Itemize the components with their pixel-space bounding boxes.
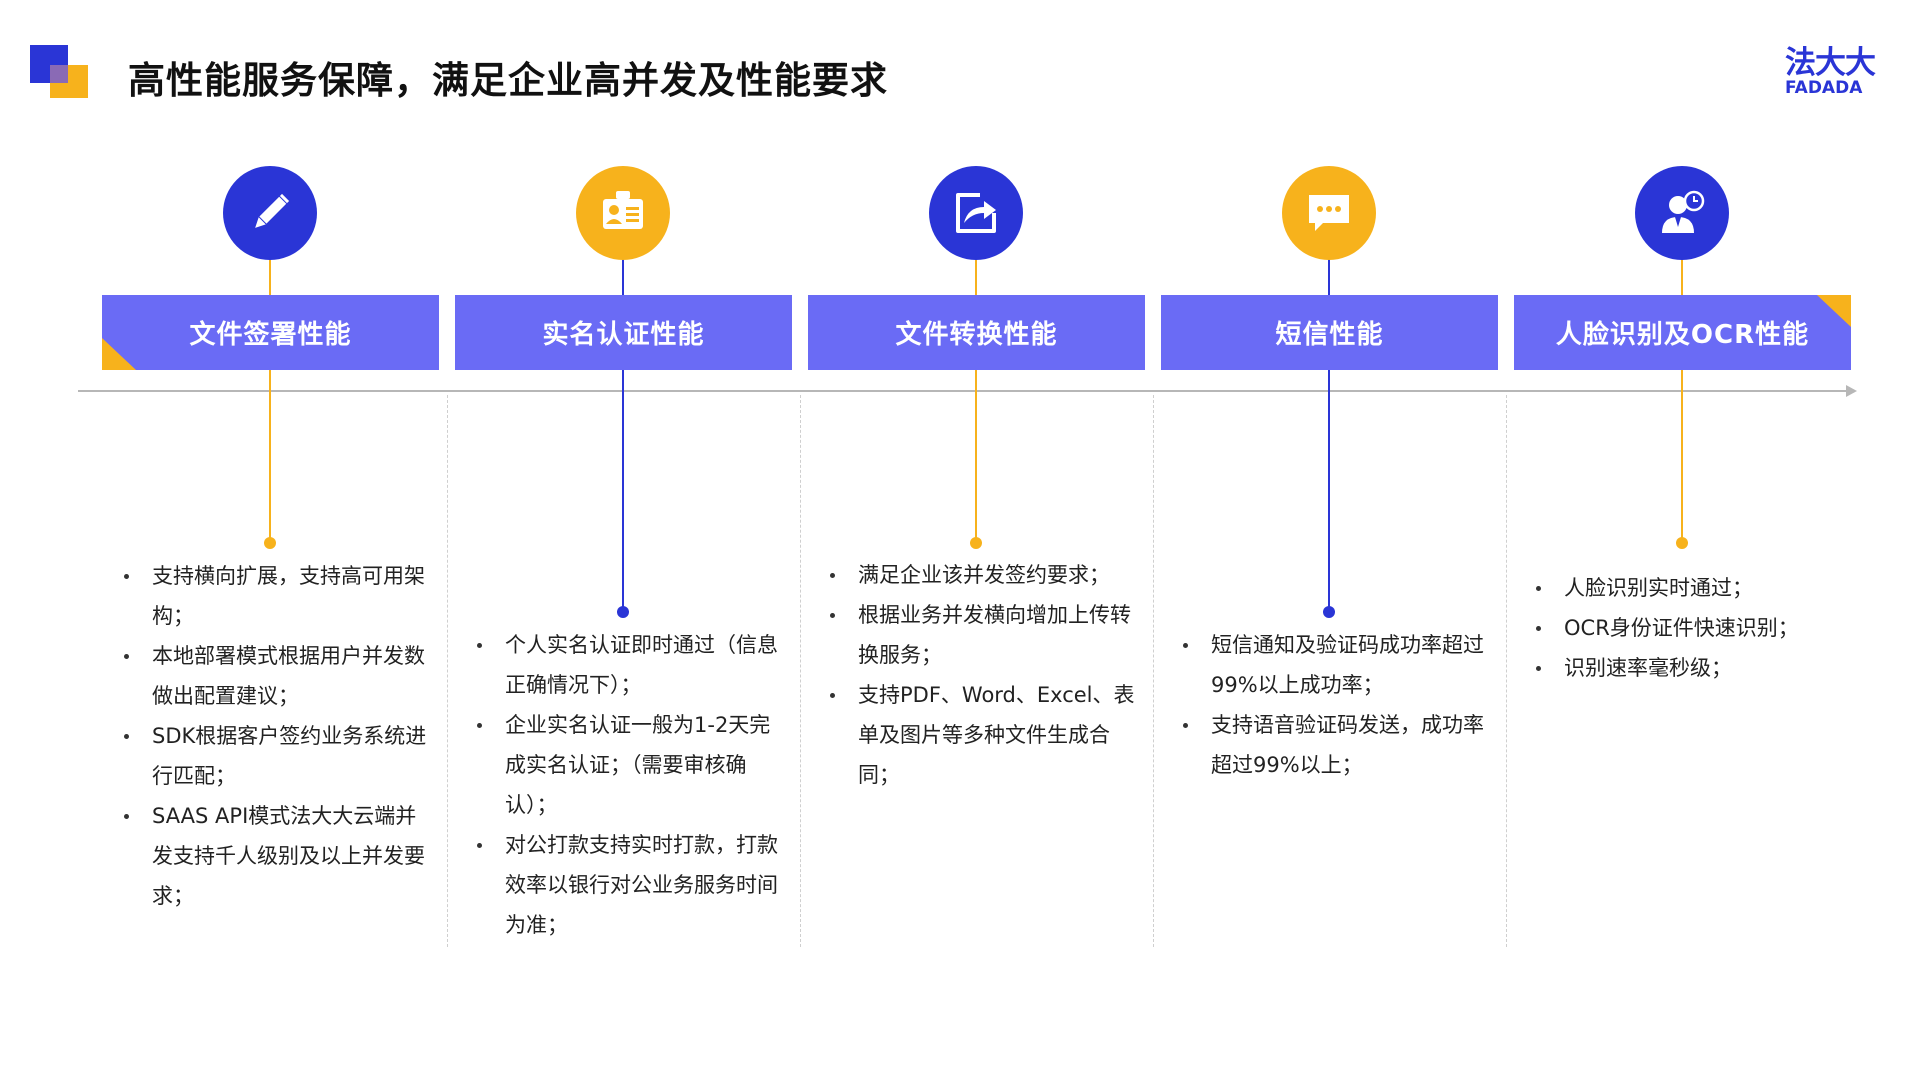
feature-title: 人脸识别及OCR性能 xyxy=(1555,320,1810,350)
list-item: SDK根据客户签约业务系统进行匹配； xyxy=(122,716,434,796)
timeline-dot xyxy=(970,537,982,549)
share-export-icon xyxy=(929,166,1023,260)
timeline-dot xyxy=(264,537,276,549)
corner-accent xyxy=(1817,295,1851,327)
connector-line xyxy=(1328,258,1330,612)
connector-line xyxy=(269,258,271,542)
column-divider xyxy=(1153,395,1154,947)
logo-text-en: FADADA xyxy=(1785,78,1863,98)
list-item: 对公打款支持实时打款，打款效率以银行对公业务服务时间为准； xyxy=(475,825,787,945)
feature-header: 文件转换性能 xyxy=(808,295,1145,370)
feature-column-face-ocr: 人脸识别及OCR性能 人脸识别实时通过； OCR身份证件快速识别； 识别速率毫秒… xyxy=(1514,0,1851,1080)
timeline-dot xyxy=(1323,606,1335,618)
list-item: 支持语音验证码发送，成功率超过99%以上； xyxy=(1181,705,1493,785)
chat-bubble-icon xyxy=(1282,166,1376,260)
pencil-icon xyxy=(223,166,317,260)
list-item: 短信通知及验证码成功率超过99%以上成功率； xyxy=(1181,625,1493,705)
feature-title: 短信性能 xyxy=(1275,320,1384,350)
feature-bullet-list: 满足企业该并发签约要求； 根据业务并发横向增加上传转换服务； 支持PDF、Wor… xyxy=(828,555,1140,795)
arrow-right-icon xyxy=(1846,385,1857,397)
feature-header: 实名认证性能 xyxy=(455,295,792,370)
feature-header: 文件签署性能 xyxy=(102,295,439,370)
feature-column-realname: 实名认证性能 个人实名认证即时通过（信息正确情况下）； 企业实名认证一般为1-2… xyxy=(455,0,792,1080)
id-card-icon xyxy=(576,166,670,260)
column-divider xyxy=(800,395,801,947)
feature-bullet-list: 短信通知及验证码成功率超过99%以上成功率； 支持语音验证码发送，成功率超过99… xyxy=(1181,625,1493,785)
decor-square-overlap xyxy=(50,65,68,83)
list-item: 识别速率毫秒级； xyxy=(1534,648,1846,688)
feature-column-conversion: 文件转换性能 满足企业该并发签约要求； 根据业务并发横向增加上传转换服务； 支持… xyxy=(808,0,1145,1080)
feature-header: 短信性能 xyxy=(1161,295,1498,370)
list-item: 支持横向扩展，支持高可用架构； xyxy=(122,556,434,636)
feature-column-signing: 文件签署性能 支持横向扩展，支持高可用架构； 本地部署模式根据用户并发数做出配置… xyxy=(102,0,439,1080)
list-item: 满足企业该并发签约要求； xyxy=(828,555,1140,595)
feature-header: 人脸识别及OCR性能 xyxy=(1514,295,1851,370)
feature-title: 文件签署性能 xyxy=(189,320,352,350)
feature-bullet-list: 支持横向扩展，支持高可用架构； 本地部署模式根据用户并发数做出配置建议； SDK… xyxy=(122,556,434,916)
list-item: 本地部署模式根据用户并发数做出配置建议； xyxy=(122,636,434,716)
list-item: OCR身份证件快速识别； xyxy=(1534,608,1846,648)
connector-line xyxy=(975,258,977,542)
connector-line xyxy=(1681,258,1683,542)
feature-title: 文件转换性能 xyxy=(895,320,1058,350)
feature-bullet-list: 个人实名认证即时通过（信息正确情况下）； 企业实名认证一般为1-2天完成实名认证… xyxy=(475,625,787,945)
column-divider xyxy=(1506,395,1507,947)
timeline-dot xyxy=(617,606,629,618)
timeline-dot xyxy=(1676,537,1688,549)
face-clock-icon xyxy=(1635,166,1729,260)
list-item: 个人实名认证即时通过（信息正确情况下）； xyxy=(475,625,787,705)
feature-column-sms: 短信性能 短信通知及验证码成功率超过99%以上成功率； 支持语音验证码发送，成功… xyxy=(1161,0,1498,1080)
logo-text-cn: 法大大 xyxy=(1785,45,1876,81)
list-item: 根据业务并发横向增加上传转换服务； xyxy=(828,595,1140,675)
column-divider xyxy=(447,395,448,947)
feature-title: 实名认证性能 xyxy=(542,320,705,350)
list-item: 人脸识别实时通过； xyxy=(1534,568,1846,608)
list-item: SAAS API模式法大大云端并发支持千人级别及以上并发要求； xyxy=(122,796,434,916)
list-item: 支持PDF、Word、Excel、表单及图片等多种文件生成合同； xyxy=(828,675,1140,795)
feature-bullet-list: 人脸识别实时通过； OCR身份证件快速识别； 识别速率毫秒级； xyxy=(1534,568,1846,688)
corner-accent xyxy=(102,338,136,370)
list-item: 企业实名认证一般为1-2天完成实名认证；（需要审核确认）； xyxy=(475,705,787,825)
timeline-axis xyxy=(78,390,1850,392)
page-title: 高性能服务保障，满足企业高并发及性能要求 xyxy=(128,59,888,102)
fadada-logo: 法大大 FADADA xyxy=(1785,48,1885,98)
connector-line xyxy=(622,258,624,612)
